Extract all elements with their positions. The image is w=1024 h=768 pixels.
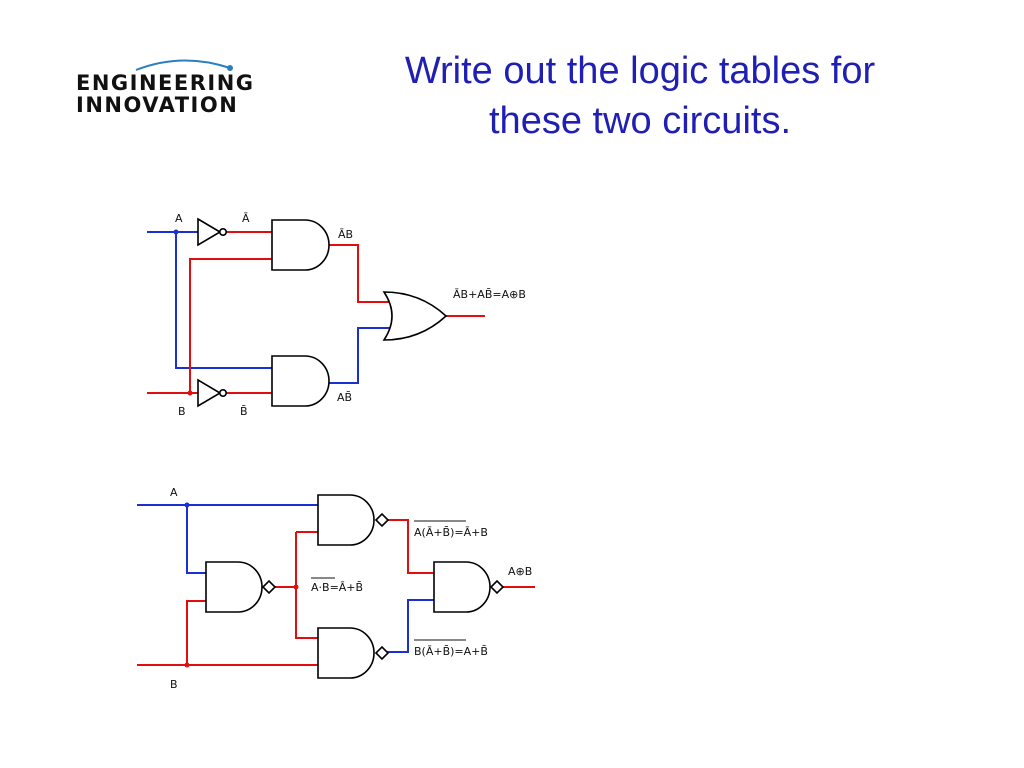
engineering-innovation-logo: ENGINEERING INNOVATION [76,59,255,117]
c1-not-gate-a [197,217,222,247]
c2-wire-mid-split [295,531,318,639]
c2-label-mid: A·B=Ā+B̄ [311,581,363,594]
logo-line1: ENGINEERING [76,71,255,95]
c2-label-bottom: B(Ā+B̄)=A+B̄ [414,645,488,658]
c2-junction-mid [293,584,299,590]
c2-label-output: A⊕B [508,565,532,578]
c2-wire-top-out [386,519,434,574]
c2-nand-gate-top [317,494,375,546]
c2-wire-b-branch [186,600,206,665]
c1-label-output: ĀB+AB̄=A⊕B [453,288,526,301]
c2-nand-bubble-out [489,579,505,595]
c1-label-a: A [175,212,183,225]
c2-nand-bubble-mid [261,579,277,595]
c1-not-bubble-a [219,228,228,237]
c1-junction-b [187,390,193,396]
c1-wire-abar-out [328,327,390,384]
c1-label-bottom-and: AB̄ [337,391,352,404]
c2-junction-a [184,502,190,508]
slide-title: Write out the logic tables for these two… [330,46,950,146]
c2-label-a: A [170,486,178,499]
logo-line2: INNOVATION [76,93,238,117]
c1-label-b: B [178,405,186,418]
c1-label-top-and: ĀB [338,228,353,241]
c2-wire-a-branch [186,505,206,574]
c2-junction-b [184,662,190,668]
c2-nand-gate-mid [205,561,263,613]
c1-and-gate-top [271,219,330,271]
c2-nand-bubble-bottom [374,645,390,661]
c1-or-gate [382,291,448,341]
c2-label-top: A(Ā+B̄)=Ā+B [414,526,488,539]
c2-nand-gate-bottom [317,627,375,679]
logo-dot [227,65,233,71]
c1-not-gate-b [197,378,222,408]
c1-label-not-a: Ā [242,212,250,225]
c2-nand-gate-out [433,561,491,613]
c1-not-bubble-b [219,388,228,397]
c1-wire-a-branch [175,232,272,369]
c2-nand-bubble-top [374,512,390,528]
logo-arc [135,59,231,71]
c1-label-not-b: B̄ [240,405,248,418]
c2-wire-bottom-out [386,599,434,653]
title-line-1: Write out the logic tables for [404,50,876,92]
title-line-2: these two circuits. [489,100,791,142]
c1-wire-b-branch [189,258,272,393]
c1-and-gate-bottom [271,355,330,407]
c2-label-b: B [170,678,178,691]
c1-wire-top-out [328,244,390,303]
c1-junction-a [173,229,179,235]
